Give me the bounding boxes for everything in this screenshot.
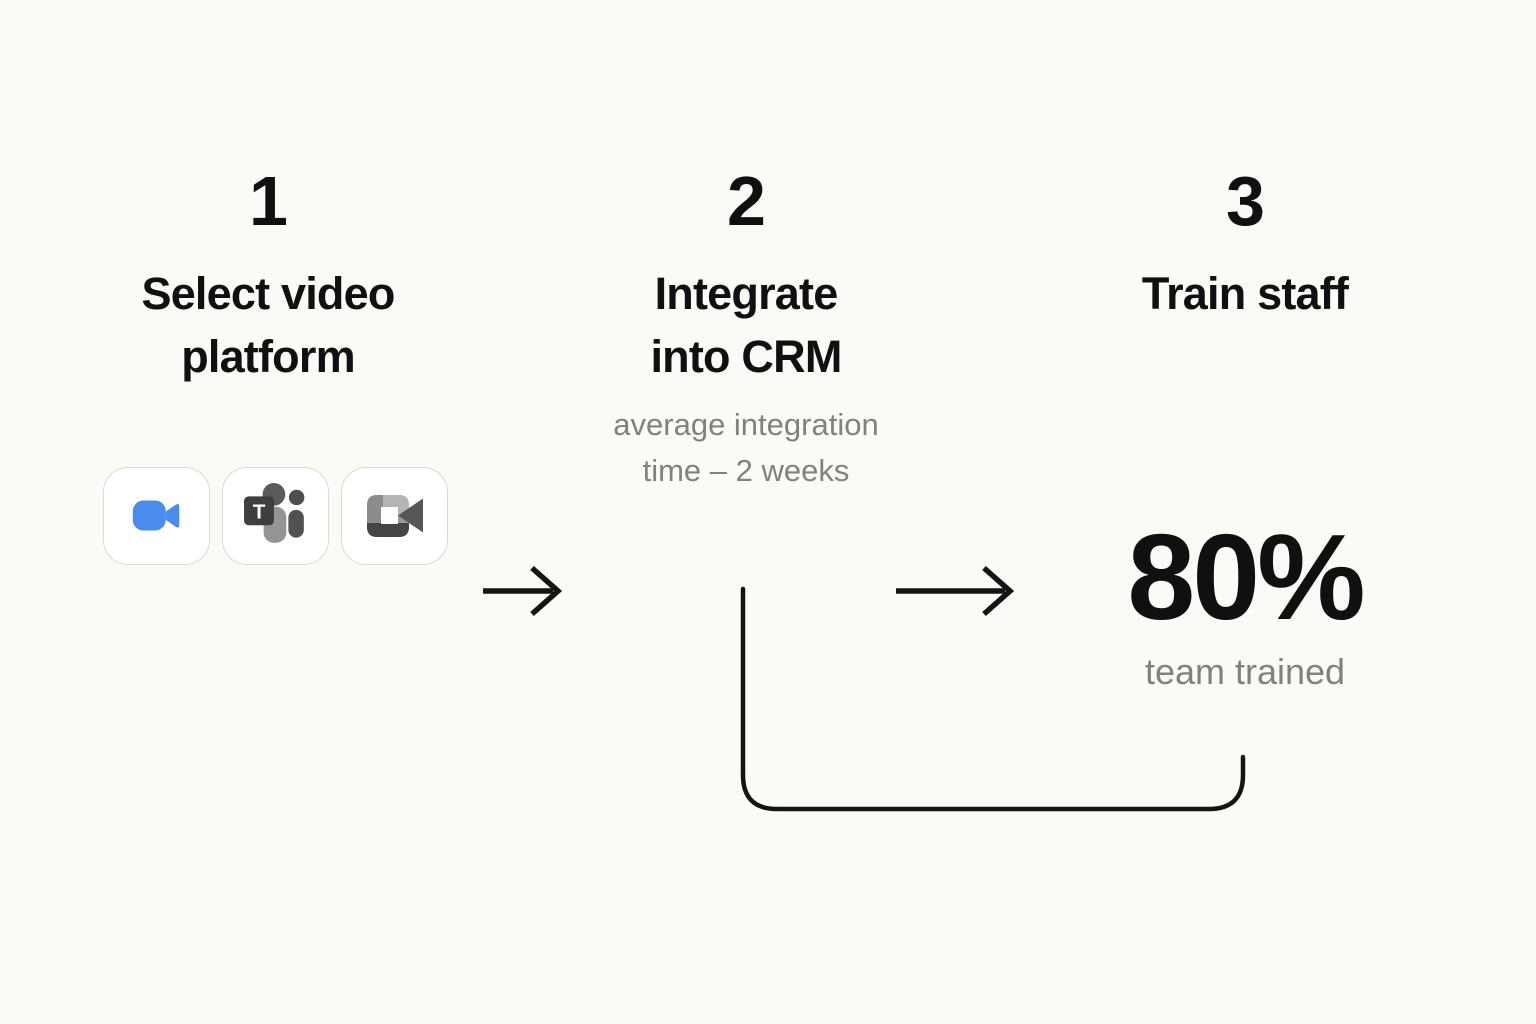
zoom-platform-card[interactable]	[103, 467, 210, 565]
step-1-title: Select video platform	[141, 268, 395, 382]
step-3-number: 3	[1226, 162, 1265, 240]
step-3-title: Train staff	[1141, 268, 1349, 319]
step-2-title: Integrate into CRM	[650, 268, 842, 382]
step-1-number: 1	[249, 162, 288, 240]
step-2-number: 2	[727, 162, 766, 240]
arrow-right-icon-step2-step3	[896, 565, 1015, 617]
stat-label: team trained	[1144, 651, 1346, 692]
step-2-subtitle: average integration time – 2 weeks	[613, 407, 879, 488]
google-meet-platform-card[interactable]	[341, 467, 448, 565]
microsoft-teams-platform-card[interactable]: T	[222, 467, 329, 565]
arrow-right-icon-step1-step2	[483, 565, 563, 617]
zoom-icon	[132, 500, 179, 531]
platform-icon-row: T	[103, 467, 448, 565]
microsoft-teams-icon: T	[243, 483, 304, 543]
svg-text:T: T	[252, 501, 265, 524]
google-meet-icon	[366, 495, 423, 537]
stat-value: 80%	[1127, 509, 1365, 645]
